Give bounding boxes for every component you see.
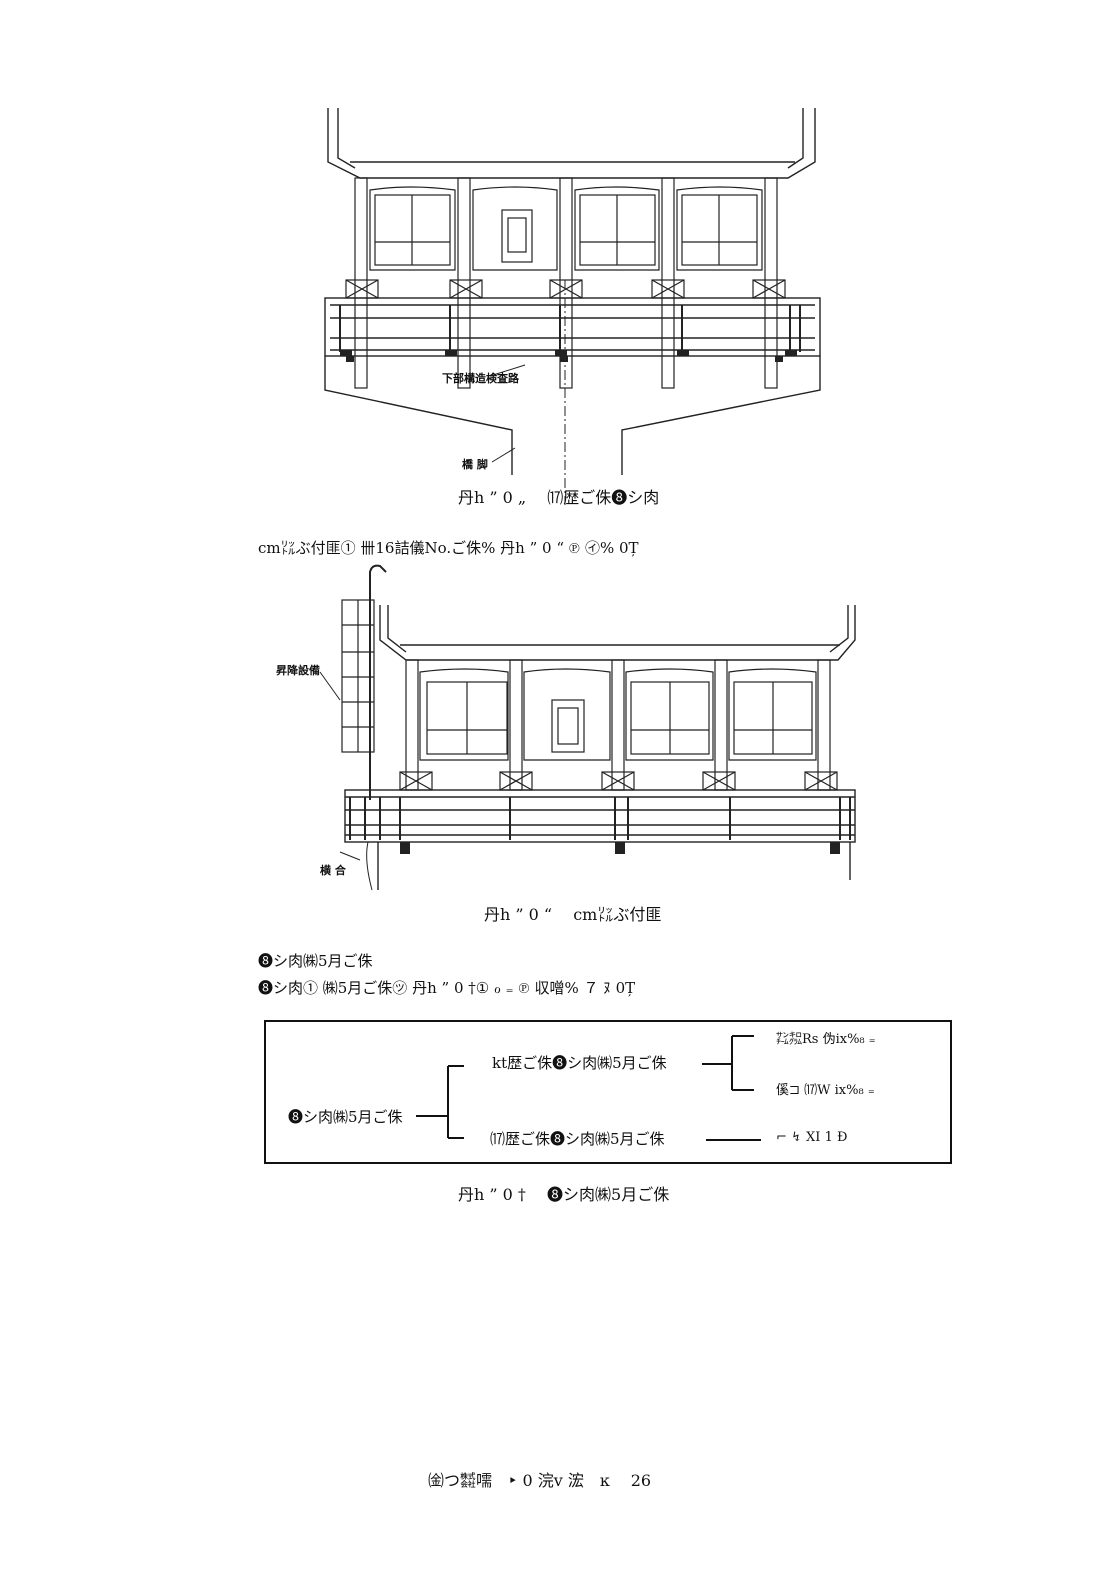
tree-branch-upper-label: kt歴ご侏❽シ肉㈱5月ご侏 bbox=[492, 1054, 667, 1072]
figure-2-bridge-section-drawing bbox=[319, 564, 856, 891]
classification-tree-lines bbox=[416, 1035, 761, 1141]
figure-2-caption: 丹h ” 0 “ cm㍑ぶ付匪 bbox=[484, 905, 662, 924]
section-line: ❽シ肉① ㈱5月ご侏㋡ 丹h ” 0 †① ℴ ₌ ℗ 収噌% ７ ﾇ 0Ț bbox=[258, 979, 636, 997]
tree-leaf-upper-2-label: 傒⊐ ⒄W ix%₈ ₌ bbox=[776, 1083, 875, 1098]
lower-inspection-path-label: 下部構造検査路 bbox=[442, 372, 519, 385]
body-paragraph: cm㍑ぶ付匪① 卌16詰儀No.ご侏% 丹h ” 0 “ ℗ ㋑% 0Ț bbox=[258, 539, 639, 557]
figure-1-caption: 丹h ” 0 „ ⒄歴ご侏❽シ肉 bbox=[458, 488, 660, 507]
section-heading: ❽シ肉㈱5月ご侏 bbox=[258, 952, 373, 970]
tree-leaf-upper-1-label: ㌠㌕Rs 伪ix%₈ ₌ bbox=[776, 1032, 876, 1047]
tree-root-label: ❽シ肉㈱5月ご侏 bbox=[288, 1108, 403, 1126]
tree-leaf-lower-label: ⌐ ↯ XI 1 Ð bbox=[776, 1130, 848, 1145]
joint-label: 横 合 bbox=[320, 864, 346, 877]
figure-1-bridge-section-drawing bbox=[324, 108, 821, 505]
lifting-equipment-label: 昇降設備 bbox=[276, 664, 320, 677]
figure-3-caption: 丹h ” 0 † ❽シ肉㈱5月ご侏 bbox=[458, 1185, 670, 1204]
classification-box bbox=[264, 1020, 952, 1164]
pier-label: 橋 脚 bbox=[462, 458, 488, 471]
page-footer: ㈮つ㍿嚅 ‣ 0 浣ⅴ 浤 ĸ 26 bbox=[428, 1471, 652, 1490]
tree-branch-lower-label: ⒄歴ご侏❽シ肉㈱5月ご侏 bbox=[490, 1130, 665, 1148]
